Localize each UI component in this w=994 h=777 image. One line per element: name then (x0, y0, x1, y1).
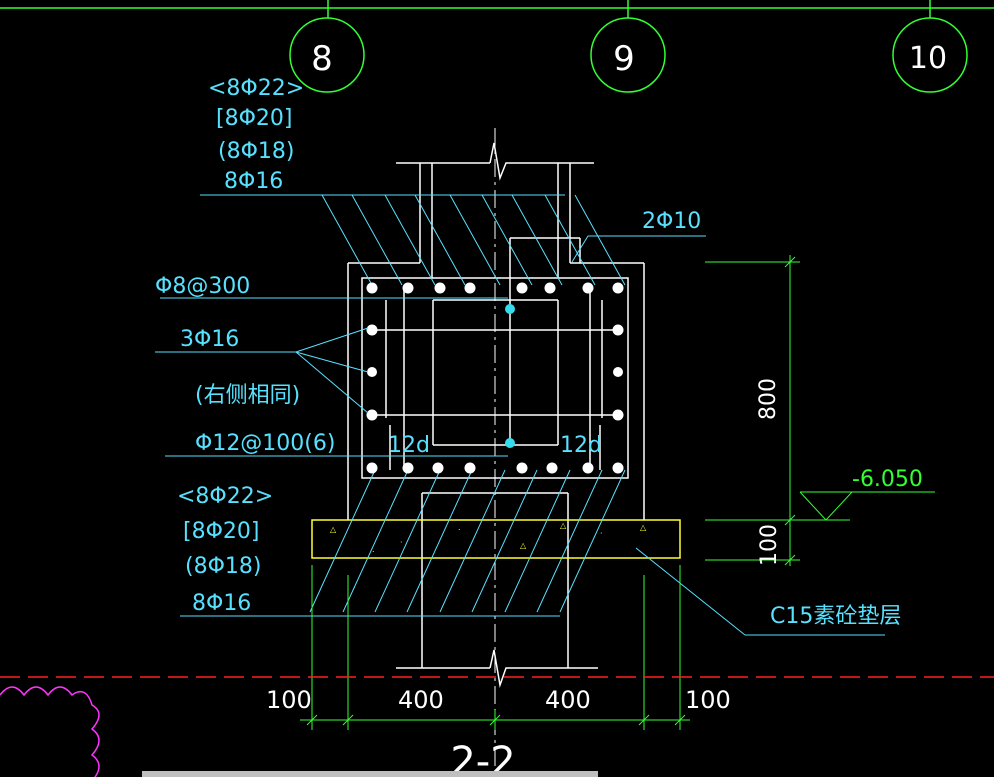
lap-right-label: 12d (560, 433, 602, 458)
axis-bubble-10 (892, 17, 968, 93)
leader-lines (155, 194, 885, 636)
axis-label-10: 10 (909, 41, 947, 76)
axis-label-9: 9 (613, 39, 635, 79)
axis-bubble-8 (289, 17, 365, 93)
rebar-labels-bottom: <8Φ22> [8Φ20] (8Φ18) 8Φ16 (177, 484, 273, 616)
column-outline-top (347, 142, 645, 520)
tie-top-label: 2Φ10 (642, 209, 701, 234)
dim-elevation: -6.050 (852, 467, 923, 492)
svg-text:△: △ (640, 523, 647, 532)
axis-bubble-9 (590, 17, 666, 93)
dim-w4: 100 (685, 686, 731, 714)
svg-text:.: . (458, 523, 461, 532)
rebar-dots (366, 282, 624, 474)
side-bars-label: 3Φ16 (180, 327, 239, 352)
svg-text:△: △ (560, 521, 567, 530)
dim-w3: 400 (545, 686, 591, 714)
svg-text:△: △ (520, 541, 527, 550)
bottom-rebar-4: 8Φ16 (192, 591, 251, 616)
dim-w2: 400 (398, 686, 444, 714)
svg-text:·: · (400, 538, 403, 547)
bottom-strip (142, 771, 598, 777)
bottom-rebar-3: (8Φ18) (185, 554, 261, 579)
stirrup-label: Φ8@300 (155, 274, 250, 299)
top-rebar-4: 8Φ16 (224, 169, 283, 194)
rebar-labels-top: <8Φ22> [8Φ20] (8Φ18) 8Φ16 (208, 76, 304, 194)
top-rebar-1: <8Φ22> (208, 76, 304, 101)
top-rebar-3: (8Φ18) (218, 139, 294, 164)
section-title: 2-2 (450, 739, 515, 777)
bottom-rebar-1: <8Φ22> (177, 484, 273, 509)
dim-height: 800 (756, 378, 781, 420)
stirrup-main-label: Φ12@100(6) (195, 431, 335, 456)
hatch-bottom (309, 469, 626, 613)
cushion-layer: △ · . △ · △ . △ (311, 519, 681, 559)
side-note-label: (右侧相同) (195, 383, 300, 408)
svg-text:.: . (372, 545, 375, 554)
axis-grid: 8 9 10 (0, 0, 994, 93)
cushion-label: C15素砼垫层 (770, 604, 901, 629)
svg-text:△: △ (330, 525, 337, 534)
column-outline-bottom (396, 492, 598, 688)
hatch-top (321, 194, 626, 286)
dimension-labels: 800 100 -6.050 100 400 400 100 (266, 378, 923, 714)
dim-w1: 100 (266, 686, 312, 714)
bottom-rebar-2: [8Φ20] (183, 519, 259, 544)
revision-cloud (0, 686, 100, 777)
top-rebar-2: [8Φ20] (216, 106, 292, 131)
lap-left-label: 12d (388, 433, 430, 458)
axis-label-8: 8 (311, 39, 333, 79)
svg-text:·: · (600, 529, 603, 538)
dimension-lines (300, 255, 935, 730)
dim-cushion: 100 (757, 524, 782, 566)
